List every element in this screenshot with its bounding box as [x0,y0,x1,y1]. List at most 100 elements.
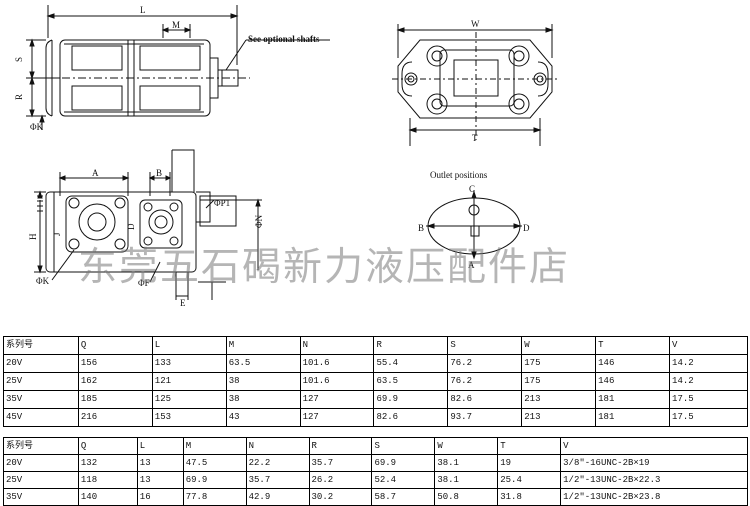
pump-dimension-drawing: L M S R ΦK See optional shafts W T A B H… [14,5,560,308]
front-view-top [392,24,560,146]
col-header-v: V [669,336,748,355]
table-cell: 146 [595,372,671,391]
table-cell: 125 [151,390,227,409]
side-view-top [26,5,330,130]
table-cell: 76.2 [447,372,523,391]
table-cell: 14.2 [669,372,748,391]
table-header-row: 系列号 Q L M N R S W T V [3,437,748,455]
table-cell: 25V [3,471,79,489]
table-cell: 121 [151,372,227,391]
outlet-c-label: C [469,184,475,194]
dim-s-label: S [14,57,24,62]
table-cell: 17.5 [669,390,748,409]
dim-k-bottom-label: ΦK [36,276,50,286]
dim-b-label: B [156,168,162,178]
outlet-positions-view [426,190,522,260]
table-cell: 52.4 [371,471,436,489]
table-cell: 35V [3,390,79,409]
table-cell: 50.8 [434,488,499,506]
table-cell: 156 [77,354,153,373]
col-header-r: R [308,437,373,455]
table-header-row: 系列号 Q L M N R S W T V [3,336,748,355]
table-cell: 216 [77,408,153,427]
col-header-w: W [521,336,597,355]
table-cell: 175 [521,372,597,391]
table-cell: 14.2 [669,354,748,373]
table-cell: 19 [497,454,562,472]
table-cell: 25.4 [497,471,562,489]
table-cell: 82.6 [447,390,523,409]
table-cell: 31.8 [497,488,562,506]
table-cell: 181 [595,408,671,427]
table-cell: 13 [136,454,184,472]
table-cell: 69.9 [182,471,247,489]
table-cell: 55.4 [373,354,449,373]
col-header-t: T [497,437,562,455]
table-cell: 69.9 [371,454,436,472]
table-cell: 20V [3,454,79,472]
col-header-l: L [136,437,184,455]
table-cell: 133 [151,354,227,373]
table-cell: 101.6 [299,372,375,391]
table-cell: 20V [3,354,79,373]
table-cell: 175 [521,354,597,373]
dim-t-label: T [472,133,478,143]
table-cell: 1/2″-13UNC-2B×22.3 [560,471,748,489]
table-cell: 118 [77,471,138,489]
table-cell: 127 [299,390,375,409]
table-cell: 76.2 [447,354,523,373]
col-header-l: L [151,336,227,355]
col-header-n: N [299,336,375,355]
col-header-s: S [447,336,523,355]
table-cell: 93.7 [447,408,523,427]
table-cell: 213 [521,390,597,409]
col-header-q: Q [77,336,153,355]
table-cell: 38 [225,390,301,409]
table-cell: 213 [521,408,597,427]
table-cell: 38.1 [434,471,499,489]
table-cell: 3/8″-16UNC-2B×19 [560,454,748,472]
table-cell: 43 [225,408,301,427]
table-cell: 42.9 [245,488,310,506]
col-header-r: R [373,336,449,355]
table-cell: 25V [3,372,79,391]
dim-h-label: H [28,233,38,240]
dim-w-label: W [471,19,480,29]
table-cell: 101.6 [299,354,375,373]
table-cell: 45V [3,408,79,427]
table-cell: 17.5 [669,408,748,427]
table-cell: 38.1 [434,454,499,472]
col-header-w: W [434,437,499,455]
table-cell: 63.5 [225,354,301,373]
end-view-bottom [34,149,262,300]
outlet-b-label: B [418,223,424,233]
outlet-positions-title: Outlet positions [430,170,488,180]
table-cell: 127 [299,408,375,427]
dim-e-label: E [180,298,186,308]
dim-p1-label: ΦP1 [214,198,230,208]
col-header-q: Q [77,437,138,455]
col-header-m: M [225,336,301,355]
table-cell: 35.7 [245,471,310,489]
optional-shafts-note: See optional shafts [248,34,320,44]
table-cell: 58.7 [371,488,436,506]
table-cell: 26.2 [308,471,373,489]
table-cell: 22.2 [245,454,310,472]
col-header-t: T [595,336,671,355]
col-header-m: M [182,437,247,455]
table-cell: 35V [3,488,79,506]
dim-j-label: J [52,232,62,236]
table-cell: 35.7 [308,454,373,472]
table-cell: 153 [151,408,227,427]
dim-n-label: ΦN [254,214,264,228]
dim-d-label: D [126,223,136,230]
dim-k-top-label: ΦK [30,122,44,132]
